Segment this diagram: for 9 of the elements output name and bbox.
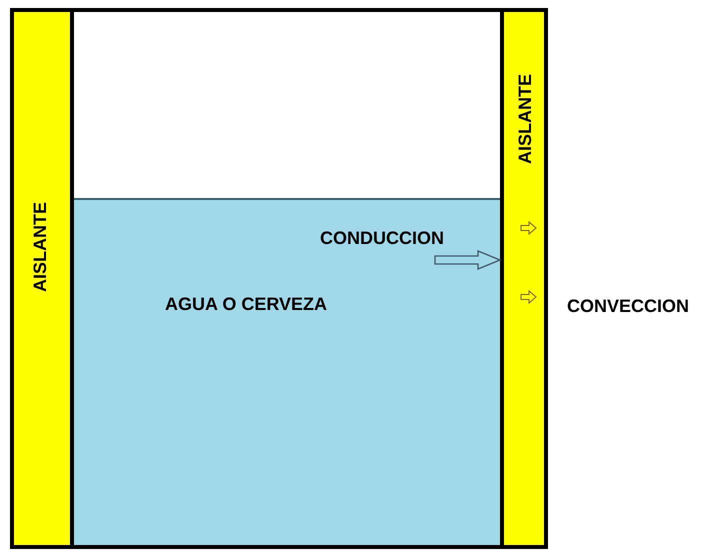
edge-label: CONDUCCION bbox=[320, 229, 444, 247]
insulation-label: AISLANTE bbox=[516, 74, 534, 164]
insulation-band bbox=[14, 12, 74, 545]
liquid-label: AGUA O CERVEZA bbox=[165, 295, 328, 313]
arrow bbox=[434, 250, 502, 270]
insulation-band bbox=[500, 12, 544, 545]
liquid-region bbox=[74, 198, 500, 545]
insulation-label: AISLANTE bbox=[31, 202, 49, 292]
annotation-label: CONVECCION bbox=[567, 297, 690, 315]
